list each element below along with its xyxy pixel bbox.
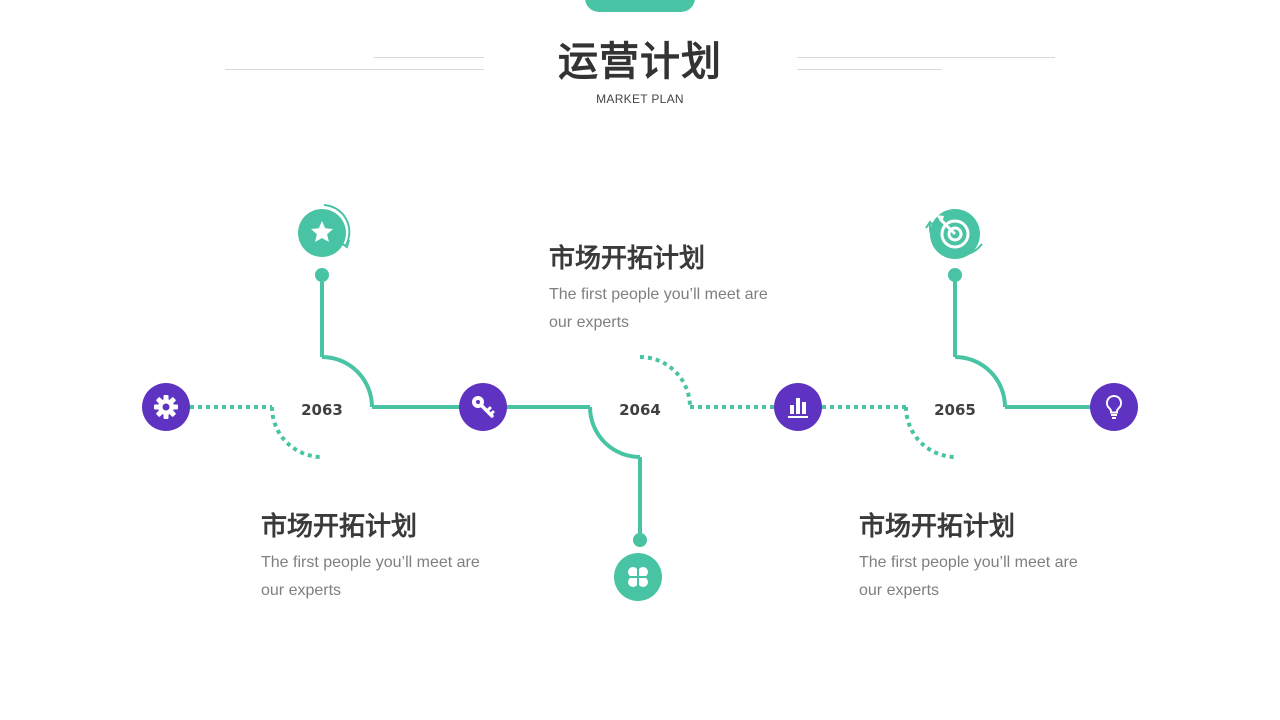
target-node (922, 204, 988, 266)
gear-icon (154, 395, 178, 419)
branch-dot-1 (315, 268, 329, 282)
page-subtitle: MARKET PLAN (596, 92, 684, 106)
top-tab-decoration (585, 0, 695, 12)
clover-icon (626, 565, 650, 589)
header-rule-left-short (374, 57, 484, 58)
header-rule-right-short (797, 69, 942, 70)
card-title-1: 市场开拓计划 (261, 512, 418, 542)
year-label-2063: 2063 (301, 401, 343, 419)
dotted-arc-3 (904, 406, 957, 459)
card-description-2: The first people you’ll meet are our exp… (549, 286, 768, 331)
year-label-2064: 2064 (619, 401, 661, 419)
chart-node (774, 383, 822, 431)
branch-dot-2 (633, 533, 647, 547)
year-label-2065: 2065 (934, 401, 976, 419)
page-title: 运营计划 (558, 39, 722, 85)
target-refresh-icon (925, 209, 983, 259)
dotted-arc-2 (639, 355, 692, 408)
card-title-2: 市场开拓计划 (549, 244, 706, 274)
lightbulb-icon (1105, 394, 1123, 419)
card-title-3: 市场开拓计划 (859, 512, 1016, 542)
star-node (294, 202, 354, 262)
branch-dot-3 (948, 268, 962, 282)
card-description-1: The first people you’ll meet are our exp… (261, 554, 480, 599)
header-rule-left-long (225, 69, 484, 70)
header-rule-right-long (797, 57, 1055, 58)
bulb-node (1090, 383, 1138, 431)
key-icon (472, 396, 495, 418)
solid-arc-2 (588, 406, 641, 459)
bar-chart-icon (788, 398, 808, 418)
solid-arc-3 (954, 355, 1007, 408)
dotted-arc-1 (270, 406, 323, 459)
solid-arc-1 (321, 355, 374, 408)
key-node (459, 383, 507, 431)
clover-node (614, 553, 662, 601)
gear-node (142, 383, 190, 431)
card-description-3: The first people you’ll meet are our exp… (859, 554, 1078, 599)
star-refresh-icon (298, 204, 351, 257)
